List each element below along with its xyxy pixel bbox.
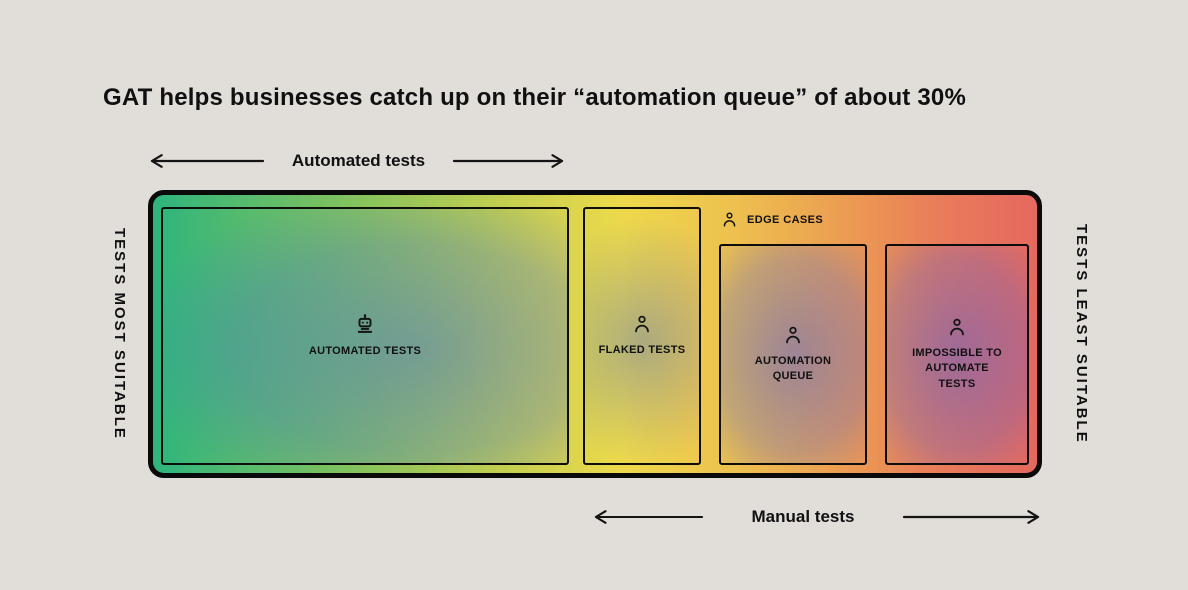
box-label: AUTOMATED TESTS [308, 344, 422, 357]
box-label: FLAKED TESTS [598, 343, 686, 356]
box-automated-tests: AUTOMATED TESTS [161, 207, 569, 465]
right-axis-label: TESTS LEAST SUITABLE [1073, 224, 1090, 444]
bottom-axis: Manual tests [592, 506, 1042, 528]
right-arrow-icon [452, 154, 564, 168]
edge-cases-label-group: EDGE CASES [721, 211, 823, 228]
left-axis-label: TESTS MOST SUITABLE [111, 228, 128, 440]
box-impossible-to-automate: IMPOSSIBLE TO AUTOMATE TESTS [885, 244, 1029, 465]
bottom-axis-label: Manual tests [751, 507, 855, 526]
robot-icon [357, 313, 373, 333]
box-label: IMPOSSIBLE TO AUTOMATE TESTS [912, 346, 1002, 390]
box-flaked-tests: FLAKED TESTS [583, 207, 701, 465]
box-automation-queue: AUTOMATION QUEUE [719, 244, 867, 465]
page-title: GAT helps businesses catch up on their “… [103, 84, 966, 111]
person-icon [635, 315, 649, 333]
person-icon [723, 212, 736, 227]
left-arrow-icon [594, 510, 704, 524]
right-arrow-icon [902, 510, 1040, 524]
top-axis-label: Automated tests [291, 151, 426, 170]
top-axis: Automated tests [148, 150, 566, 172]
person-icon [786, 326, 800, 343]
person-icon [950, 318, 964, 336]
box-label: AUTOMATION QUEUE [754, 354, 832, 382]
edge-cases-label: EDGE CASES [747, 213, 824, 226]
spectrum-container: AUTOMATED TESTS FLAKED TESTS EDGE CASES … [148, 190, 1042, 478]
left-arrow-icon [150, 154, 265, 168]
